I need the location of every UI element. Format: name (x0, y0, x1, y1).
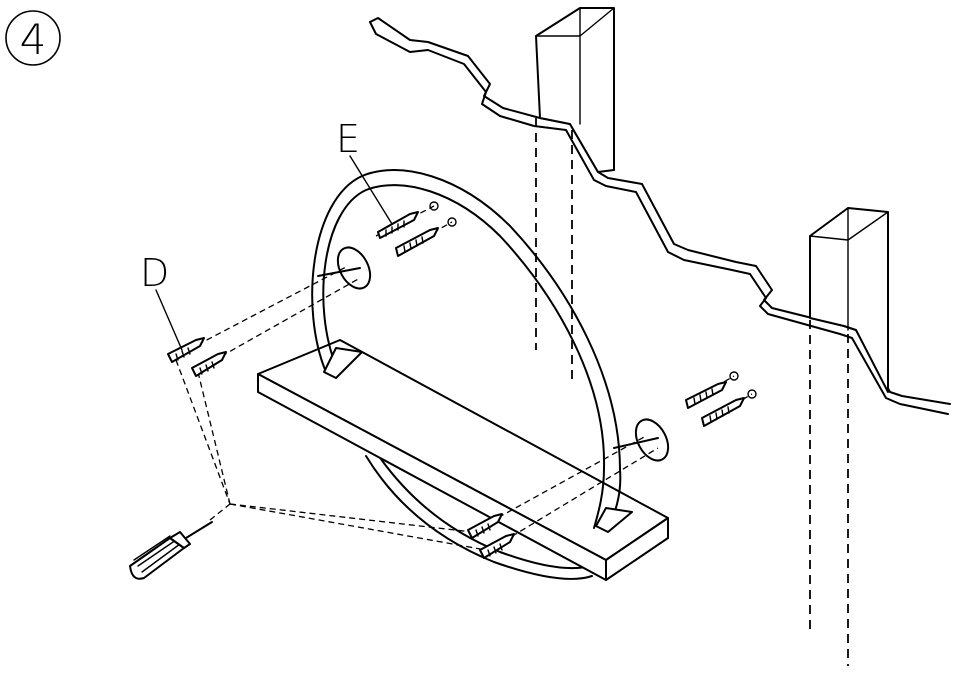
label-e: E (336, 117, 360, 161)
wall-stud-left (535, 7, 615, 380)
screwdriver-icon (129, 521, 213, 580)
label-d-callout: D (140, 251, 183, 351)
wall-anchor (685, 381, 727, 409)
ring-frame-front (311, 169, 633, 533)
label-e-callout: E (336, 117, 393, 225)
flange-right (613, 418, 670, 462)
step-number-badge: 4 (5, 10, 61, 66)
shelf-board (257, 339, 669, 581)
label-d: D (140, 251, 169, 295)
wall-stud-right (809, 207, 889, 666)
wall-anchor (395, 227, 439, 257)
screw (467, 513, 503, 539)
screw (479, 533, 515, 559)
wall-anchor (377, 211, 419, 239)
wall-anchor (701, 397, 745, 427)
flange-left (317, 246, 372, 290)
step-number: 4 (20, 15, 47, 64)
wall-holes (429, 201, 757, 399)
screw (167, 337, 205, 363)
screw (191, 351, 227, 377)
